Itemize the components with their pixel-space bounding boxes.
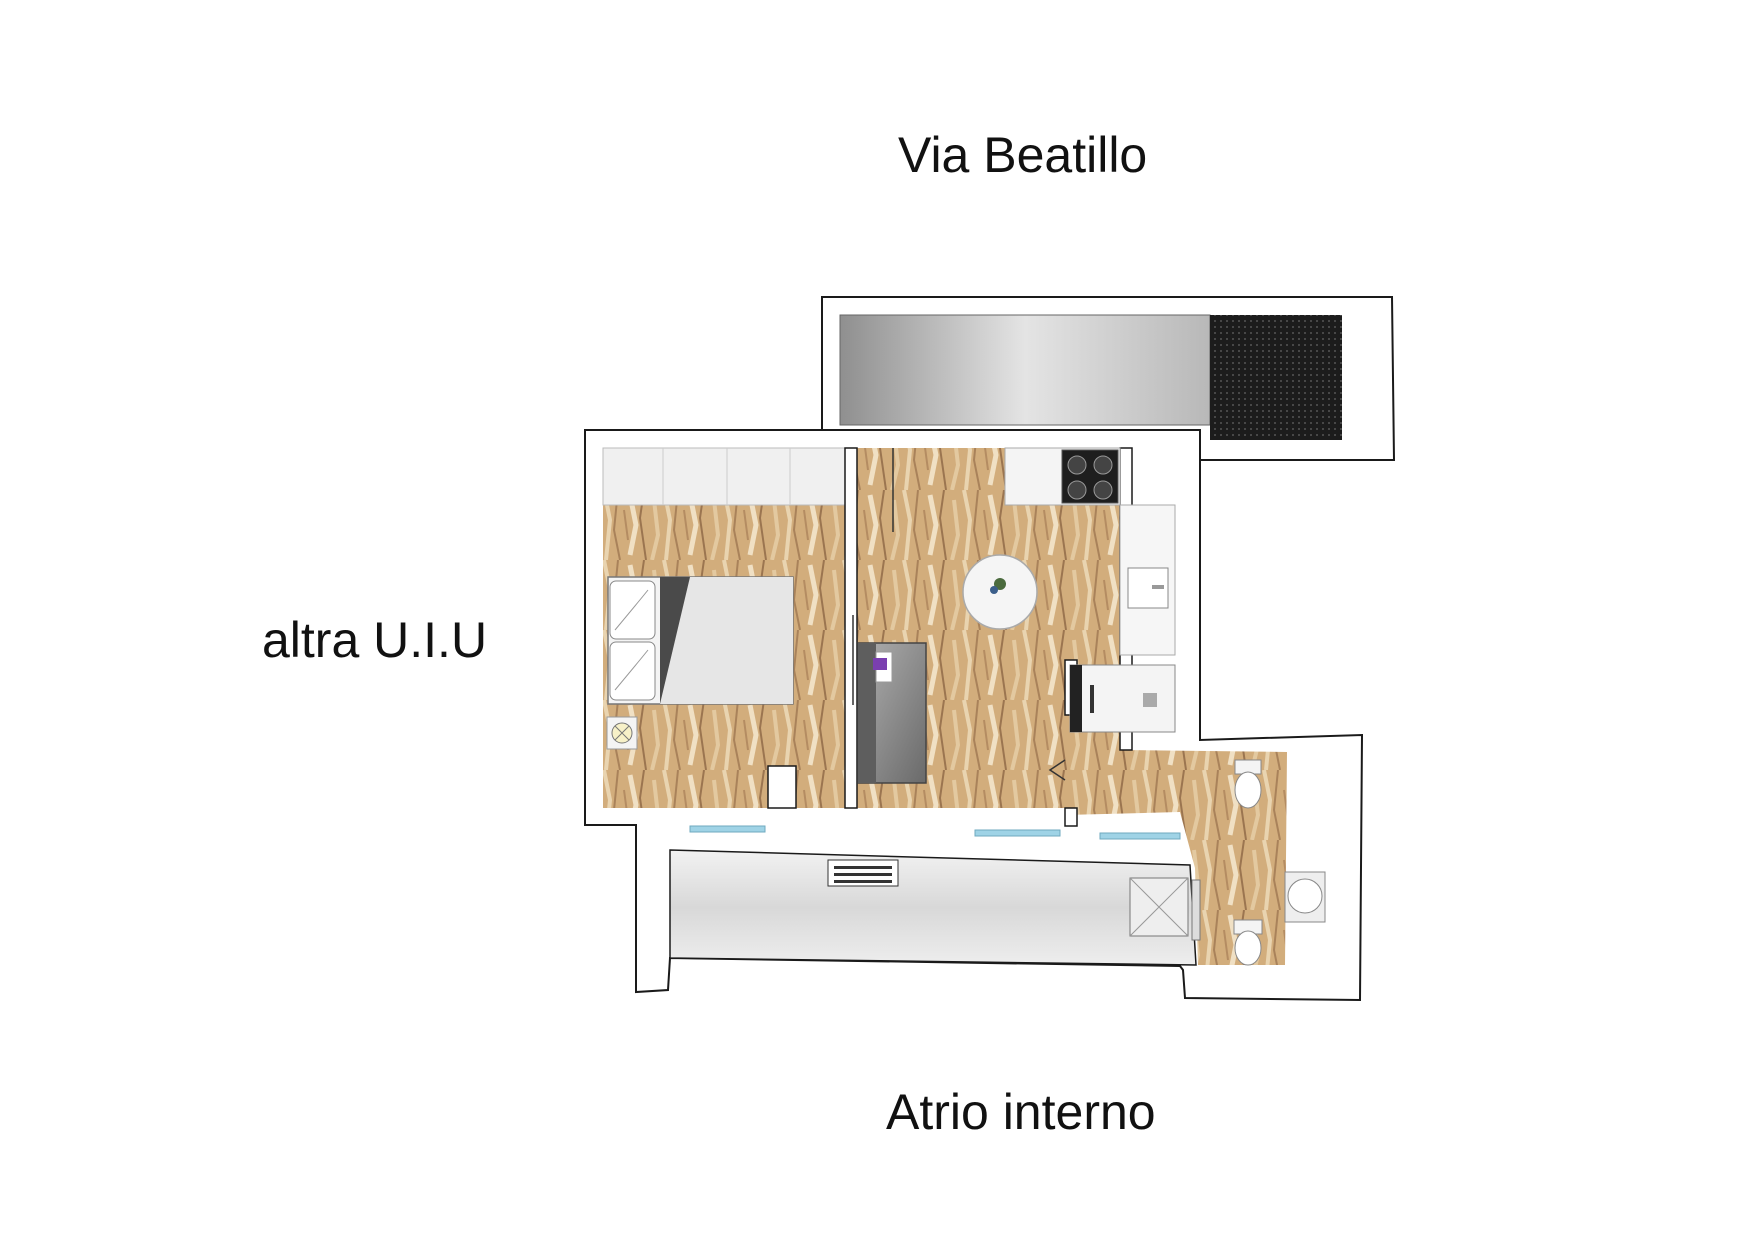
double-bed (607, 576, 794, 705)
cooktop (1061, 449, 1119, 504)
closet-unit (1069, 664, 1176, 733)
kitchen-sink (1127, 567, 1169, 609)
street-balcony-dark-area (1210, 315, 1342, 440)
neighbor-unit-label: altra U.I.U (262, 612, 488, 668)
toilet (1233, 919, 1263, 966)
bidet (1234, 759, 1262, 809)
bedside-lamp (606, 716, 638, 750)
door-swings (852, 448, 1066, 781)
street-label: Via Beatillo (898, 127, 1148, 183)
wardrobe (602, 447, 846, 506)
washbasin (1284, 871, 1326, 923)
shower-tray (1129, 877, 1201, 941)
rear-terrace (669, 849, 1197, 966)
street-balcony (839, 314, 1211, 426)
windows (689, 825, 1181, 840)
round-table (962, 554, 1038, 630)
sofa (857, 642, 927, 784)
outdoor-unit (827, 859, 899, 887)
courtyard-label: Atrio interno (886, 1084, 1156, 1140)
